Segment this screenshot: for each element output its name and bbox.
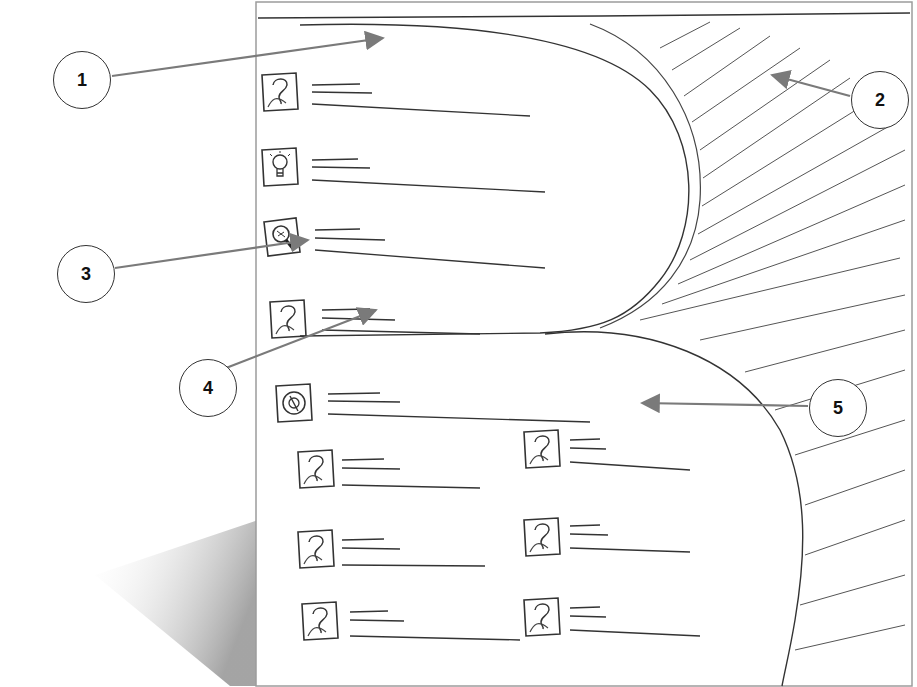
callout-number: 3 [81, 265, 91, 283]
sheet-shadow [95, 520, 258, 686]
list-icon [262, 148, 298, 186]
callout-circle: 5 [809, 379, 867, 437]
paper-sheet [256, 2, 912, 686]
grid-icon [298, 530, 334, 568]
top-edge-line [258, 13, 910, 18]
list-icon [262, 73, 298, 111]
callout-number: 1 [77, 71, 87, 89]
grid-icon [302, 602, 338, 640]
list-icon [264, 218, 300, 256]
callout-circle: 4 [179, 359, 237, 417]
list-icon [270, 300, 306, 338]
callout-number: 4 [203, 379, 213, 397]
leader-arrows [112, 38, 850, 406]
grid-icon [524, 430, 560, 468]
lower-panel-outline [545, 332, 803, 686]
text-placeholder-lines [312, 84, 700, 640]
upper-panel-outline [300, 24, 689, 336]
callout-circle: 1 [53, 51, 111, 109]
grid-icon [524, 598, 560, 636]
callout-number: 5 [833, 399, 843, 417]
grid-icon [524, 518, 560, 556]
callout-circle: 3 [57, 245, 115, 303]
list-icon [276, 384, 312, 422]
upper-panel-edge [590, 24, 700, 328]
callout-circle: 2 [851, 71, 909, 129]
callout-number: 2 [875, 91, 885, 109]
grid-icon [298, 450, 334, 488]
